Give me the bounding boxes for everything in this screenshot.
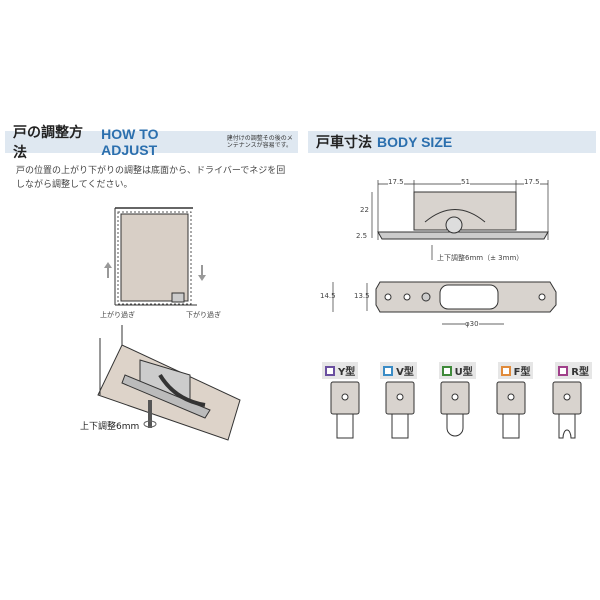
label-up: 上がり過ぎ [100, 311, 135, 319]
type-drawings [330, 381, 582, 439]
dim-center: 51 [461, 178, 470, 186]
body-title-en: BODY SIZE [377, 134, 453, 150]
body-top-view [332, 281, 557, 325]
up-arrow-icon [104, 262, 112, 278]
adjust-range-note: 上下調整6mm（± 3mm） [437, 254, 524, 262]
body-side-view [371, 180, 549, 260]
dim-height: 22 [360, 206, 369, 214]
installation-diagram [97, 325, 241, 441]
how-to-adjust-header: 戸の調整方法 HOW TO ADJUST 建付けの調整その後のメンテナンスが容易… [5, 125, 298, 161]
y-type-icon [325, 365, 335, 376]
adjust-title-en: HOW TO ADJUST [101, 126, 159, 158]
body-size-header: 戸車寸法 BODY SIZE [308, 131, 596, 153]
wheel-type-legend: Y型 V型 U型 F型 R型 [322, 362, 592, 379]
dim-base: 2.5 [356, 232, 368, 240]
v-type-icon [383, 365, 394, 376]
adjust-note: 建付けの調整その後のメンテナンスが容易です。 [226, 135, 293, 149]
type-f: F型 [497, 362, 534, 379]
dim-left: 17.5 [388, 178, 404, 186]
adjust-description: 戸の位置の上がり下がりの調整は底面から、ドライバーでネジを回しながら調整してくだ… [16, 166, 286, 190]
dim-right: 17.5 [524, 178, 540, 186]
f-type-icon [500, 365, 511, 376]
label-adjust: 上下調整6mm [80, 422, 140, 432]
u-type-icon [441, 365, 452, 376]
screwdriver-icon [148, 400, 152, 428]
type-u: U型 [438, 362, 476, 379]
adjust-title-jp: 戸の調整方法 [13, 125, 83, 161]
dim-width-outer: 14.5 [320, 292, 336, 300]
label-down: 下がり過ぎ [186, 311, 221, 319]
type-v: V型 [380, 362, 417, 379]
down-arrow-icon [198, 265, 206, 281]
r-type-icon [558, 365, 569, 376]
body-title-jp: 戸車寸法 [316, 135, 372, 151]
type-y: Y型 [322, 362, 359, 379]
type-r: R型 [555, 362, 592, 379]
dim-width-inner: 13.5 [354, 292, 370, 300]
dim-wheel: φ30 [465, 320, 479, 328]
door-diagram [104, 207, 206, 306]
